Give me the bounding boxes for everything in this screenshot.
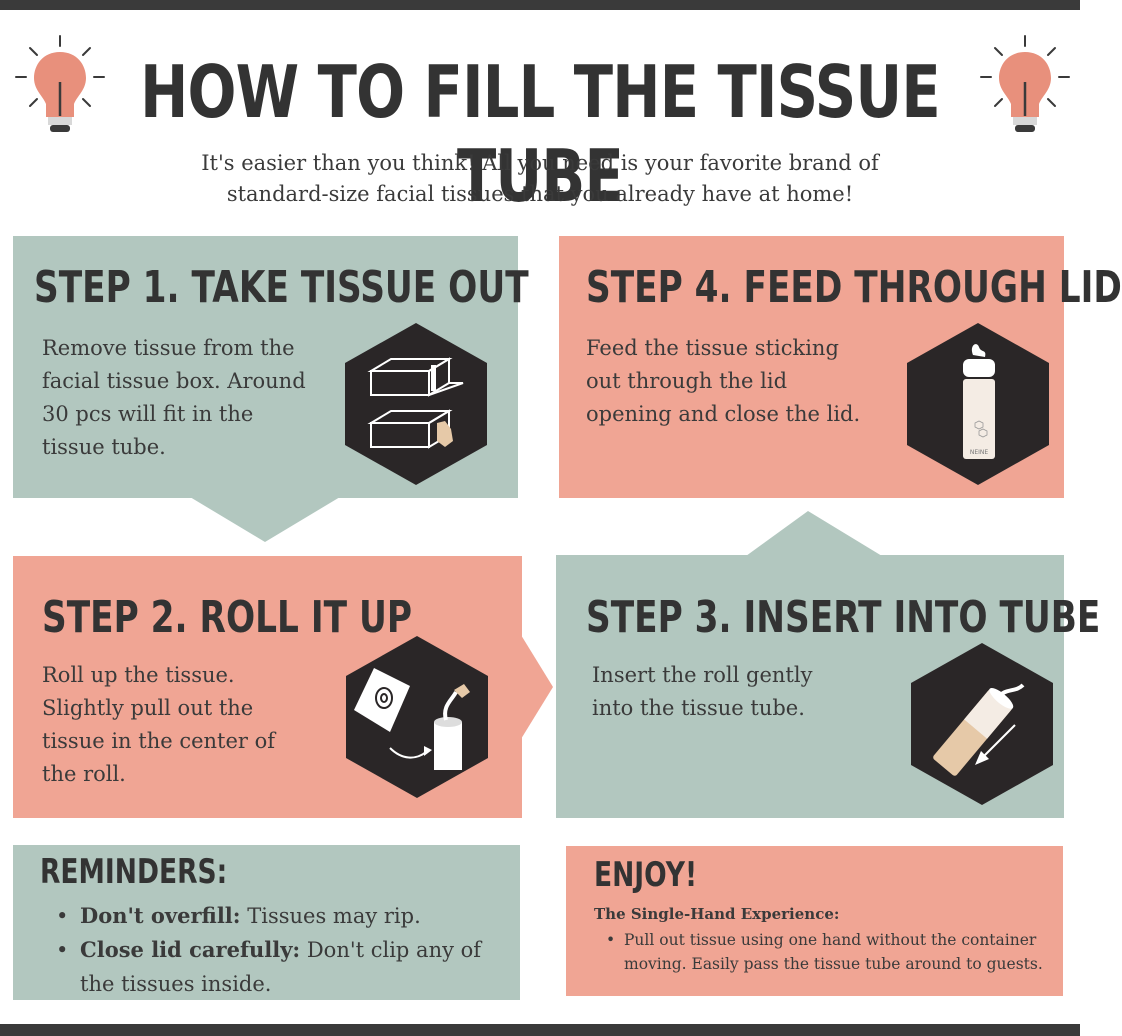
step-2-heading: STEP 2. ROLL IT UP <box>42 592 412 643</box>
step-3-heading: STEP 3. INSERT INTO TUBE <box>586 592 1101 643</box>
reminders-list: Don't overfill: Tissues may rip. Close l… <box>56 899 506 1001</box>
top-border <box>0 0 1080 10</box>
step-1-heading: STEP 1. TAKE TISSUE OUT <box>34 262 529 313</box>
list-item: Pull out tissue using one hand without t… <box>606 928 1046 976</box>
lightbulb-icon <box>980 35 1070 132</box>
page-title: HOW TO FILL THE TISSUE TUBE <box>140 50 941 218</box>
step-2-pointer <box>521 635 553 739</box>
product-label: NEINE <box>970 449 989 456</box>
reminders-title: REMINDERS: <box>40 852 228 892</box>
step-4-text: Feed the tissue sticking out through the… <box>586 336 861 426</box>
enjoy-subtitle: The Single-Hand Experience: <box>594 905 840 923</box>
step-3-pointer <box>746 511 882 556</box>
step-1-text: Remove tissue from the facial tissue box… <box>42 336 306 459</box>
step-1-pointer <box>190 497 340 542</box>
tissue-box-icon <box>345 323 487 485</box>
page-subtitle: It's easier than you think! All you need… <box>201 151 879 206</box>
bottom-border <box>0 1024 1080 1036</box>
lightbulb-icon <box>15 35 105 132</box>
list-item: Close lid carefully: Don't clip any of t… <box>56 933 506 1001</box>
tube-lid-icon: NEINE <box>907 323 1049 485</box>
list-item: Don't overfill: Tissues may rip. <box>56 899 506 933</box>
enjoy-title: ENJOY! <box>594 855 698 895</box>
step-3-text: Insert the roll gently into the tissue t… <box>592 663 813 720</box>
step-4-heading: STEP 4. FEED THROUGH LID <box>586 262 1122 313</box>
tissue-roll-icon <box>346 636 488 798</box>
tube-insert-icon <box>911 643 1053 805</box>
step-2-text: Roll up the tissue. Slightly pull out th… <box>42 663 276 786</box>
enjoy-list: Pull out tissue using one hand without t… <box>606 928 1046 976</box>
